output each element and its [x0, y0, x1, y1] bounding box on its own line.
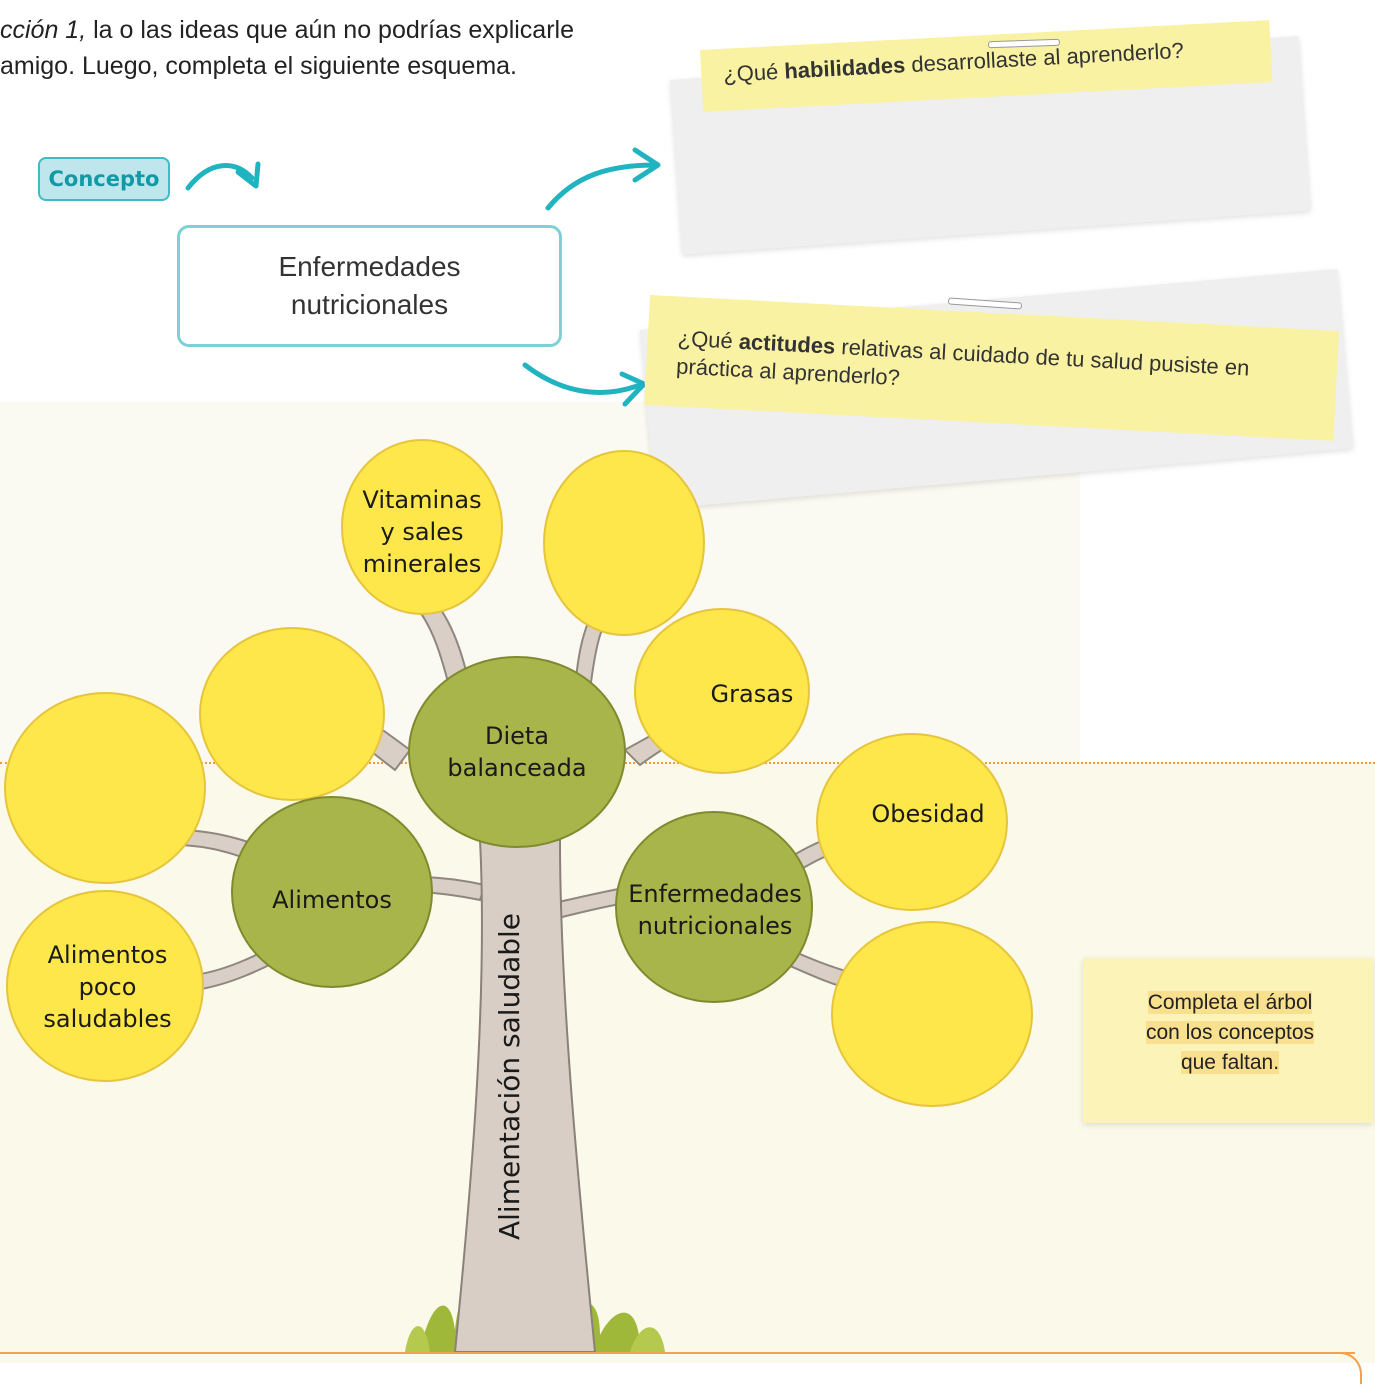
intro-italic: cción 1, [0, 16, 87, 44]
node-alimentos [231, 796, 433, 988]
label-blank-left-far[interactable] [35, 745, 175, 835]
leaf-blank-right-lower [831, 921, 1033, 1107]
label-poco-saludables: Alimentos poco saludables [43, 941, 172, 1033]
leaf-blank-left-upper [199, 627, 385, 801]
bottom-border [0, 1352, 1355, 1354]
label-obesidad: Obesidad [871, 800, 985, 828]
intro-line-1: cción 1, la o las ideas que aún no podrí… [0, 12, 700, 48]
leaf-group [4, 439, 1033, 1107]
label-dieta: Dieta balanceada [447, 722, 587, 782]
side-note-line-2: con los conceptos [1145, 1021, 1315, 1044]
leaf-obesidad [816, 733, 1008, 911]
leaf-vitaminas [341, 439, 503, 615]
trunk-label: Alimentación saludable [493, 912, 526, 1240]
center-node-group [231, 656, 813, 1003]
intro-line-2: amigo. Luego, completa el siguiente esqu… [0, 52, 517, 80]
label-blank-left-upper[interactable] [222, 670, 362, 760]
side-note-line-3: que faltan. [1180, 1051, 1280, 1074]
leaf-blank-left-far [4, 692, 206, 884]
concept-box[interactable]: Enfermedades nutricionales [177, 225, 562, 347]
intro-text: cción 1, la o las ideas que aún no podrí… [0, 12, 700, 84]
leaf-poco-saludables [6, 890, 204, 1082]
label-blank-right-lower[interactable] [862, 970, 1002, 1060]
concepto-badge: Concepto [38, 157, 170, 201]
leaf-grasas [634, 608, 810, 774]
label-blank-top-right[interactable] [554, 500, 694, 590]
label-enfermedades: Enfermedades nutricionales [628, 880, 802, 940]
side-note-text: Completa el árbol con los conceptos que … [1105, 988, 1355, 1078]
intro-line-1-rest: la o las ideas que aún no podrías explic… [86, 16, 574, 44]
label-grasas: Grasas [710, 680, 794, 708]
label-alimentos: Alimentos [272, 886, 392, 914]
side-note-line-1: Completa el árbol [1147, 991, 1313, 1014]
node-enfermedades [615, 811, 813, 1003]
leaf-blank-top-right [543, 450, 705, 636]
label-vitaminas: Vitaminas y sales minerales [362, 486, 482, 578]
node-dieta [408, 656, 626, 848]
